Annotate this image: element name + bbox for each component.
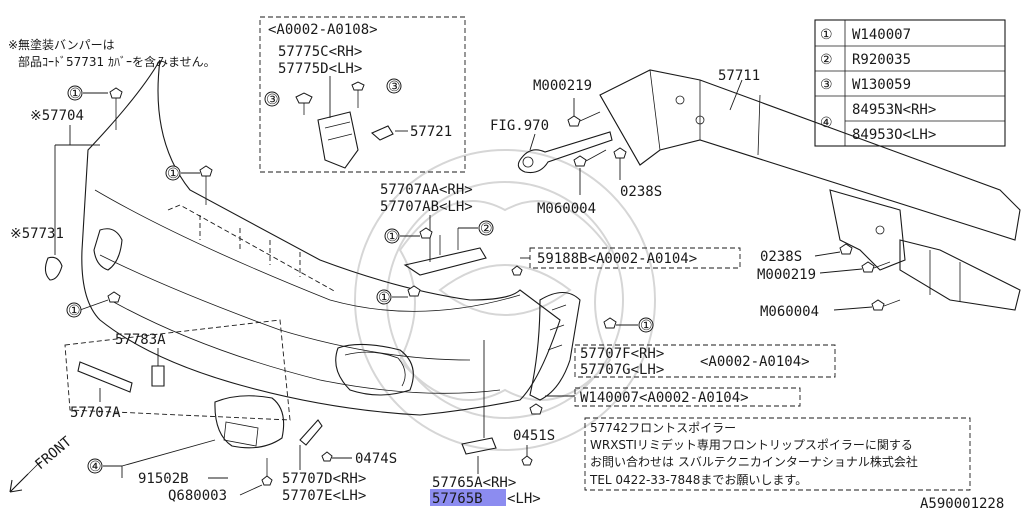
callout-1-bracket-label: ① [386,229,399,245]
callout-1-spoiler-label: ① [640,318,653,334]
beam-bolts-drawing [567,98,901,311]
legend-code-2: R920035 [852,52,911,68]
label-m000219-right: M000219 [757,267,816,283]
fog-cover-drawing [214,395,285,486]
label-57775c: 57775C<RH> [278,44,362,60]
label-57783a: 57783A [115,332,166,348]
label-0238s-right: 0238S [760,249,802,265]
legend-num-4: ④ [820,115,833,131]
label-57707g: 57707G<LH> [580,362,664,378]
legend-code-4-lh: 84953O<LH> [852,127,936,143]
label-m060004-right: M060004 [760,304,819,320]
label-57707e: 57707E<LH> [282,488,366,504]
bracket-57707a-drawing [64,319,291,421]
tow-hook-drawing [517,131,613,174]
callout-2-bracket-label: ② [480,221,493,237]
label-57707a: 57707A [70,405,121,421]
label-57765b-lh: <LH> [507,491,541,507]
bracket-57775-drawing [295,76,408,169]
note-part-code: 部品ｺｰﾄﾞ57731 ｶﾊﾞｰを含みません。 [18,54,216,69]
label-91502b: 91502B [138,471,189,487]
label-0474s: 0474S [355,451,397,467]
info-line-3: お問い合わせは スバルテクニカインターナショナル株式会社 [590,454,918,469]
callout-1-low [66,302,82,318]
callout-3-left [264,91,280,107]
info-line-4: TEL 0422-33-7848までお願いします。 [589,473,807,487]
front-arrow-icon [9,461,41,493]
legend-num-1: ① [820,27,833,43]
info-line-2: WRXSTIリミデット専用フロントリップスポイラーに関する [590,437,913,452]
callout-1-spoiler [638,317,654,333]
legend-code-3: W130059 [852,77,911,93]
label-q680003: Q680003 [168,488,227,504]
label-front: FRONT [32,433,75,473]
label-m000219-top: M000219 [533,78,592,94]
callout-3-left-label: ③ [266,92,279,108]
label-57707ab: 57707AB<LH> [380,199,473,215]
legend-num-2: ② [820,52,833,68]
label-w140007-range: W140007<A0002-A0104> [580,390,749,406]
callout-3-right [386,78,402,94]
label-57707d: 57707D<RH> [282,471,366,487]
callout-1-top [67,85,83,101]
clip-59188b [511,265,523,276]
label-range-f-g: <A0002-A0104> [700,354,810,370]
label-0451s: 0451S [513,428,555,444]
callout-4-label: ④ [89,459,102,475]
label-57721: 57721 [410,124,452,140]
label-57731: ※57731 [10,226,64,242]
fastener-group-left [79,87,213,311]
legend-code-1: W140007 [852,27,911,43]
callout-1-bracket-low-label: ① [378,290,391,306]
label-57707aa: 57707AA<RH> [380,182,473,198]
bumper-cover-drawing [44,59,561,416]
box-w140007-range [574,387,801,407]
lip-clip-drawing [461,340,533,474]
callout-3-right-label: ③ [388,79,401,95]
callout-4 [87,458,103,474]
bracket-57707aa-drawing [392,215,487,298]
callout-1-bracket [384,228,400,244]
label-57711: 57711 [718,68,760,84]
label-fig970: FIG.970 [490,118,549,134]
spoiler-side-bracket-drawing [529,291,638,415]
diagram-id: A590001228 [920,496,1004,512]
info-line-1: 57742フロントスポイラー [590,421,736,435]
bracket-57707d-drawing [299,419,352,470]
info-box [584,417,971,491]
reinforcement-beam-drawing [599,69,1021,311]
label-57765a: 57765A<RH> [432,475,516,491]
label-a0002-a0108: <A0002-A0108> [268,22,378,38]
legend-table [814,19,1006,147]
callout-1-top-label: ① [69,86,82,102]
callout-1-mid [165,165,181,181]
note-unpainted-bumper: ※無塗装バンパーは [8,37,115,52]
label-59188b: 59188B<A0002-A0104> [537,251,697,267]
label-57775d: 57775D<LH> [278,61,362,77]
box-57707f-g [574,344,836,378]
label-m060004-mid: M060004 [537,201,596,217]
label-0238s-mid: 0238S [620,184,662,200]
legend-num-3: ③ [820,77,833,93]
callout-1-low-label: ① [68,303,81,319]
legend-code-4-rh: 84953N<RH> [852,102,936,118]
label-57704: ※57704 [30,108,84,124]
callout-1-mid-label: ① [167,166,180,182]
watermark-emblem [354,149,656,451]
label-57765b[interactable]: 57765B [432,491,483,507]
callout-1-bracket-low [376,289,392,305]
callout-2-bracket [478,220,494,236]
label-57707f: 57707F<RH> [580,346,664,362]
highlight-57765b [430,489,506,506]
bracket-group-box [259,16,466,173]
